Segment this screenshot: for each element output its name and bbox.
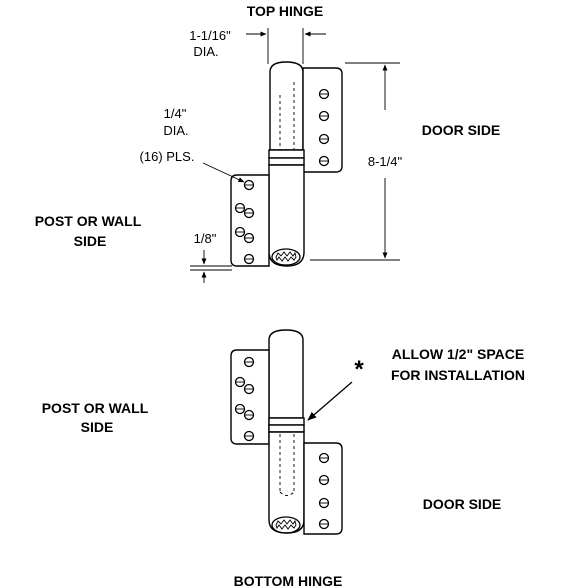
note-asterisk: * <box>354 356 364 383</box>
bottom-hinge: * ALLOW 1/2" SPACE FOR INSTALLATION POST… <box>42 329 525 588</box>
bottom-upper-barrel <box>268 329 304 419</box>
bottom-knuckle-rings <box>268 417 305 433</box>
bottom-post-side-leaf <box>230 349 270 445</box>
note-line-1: ALLOW 1/2" SPACE <box>392 346 524 362</box>
diameter-label-2: DIA. <box>193 44 218 59</box>
installation-note: * ALLOW 1/2" SPACE FOR INSTALLATION <box>307 346 525 421</box>
bottom-hinge-title: BOTTOM HINGE <box>234 573 343 588</box>
lower-barrel <box>268 164 305 267</box>
top-hinge-title: TOP HINGE <box>247 3 324 19</box>
height-dimension: 8-1/4" <box>310 62 403 261</box>
bottom-post-side-label-2: SIDE <box>81 419 114 435</box>
top-post-side-label-1: POST OR WALL <box>35 213 142 229</box>
bottom-door-side-leaf <box>303 442 343 535</box>
hole-label-2: DIA. <box>163 123 188 138</box>
bottom-lower-barrel <box>268 431 305 534</box>
door-side-leaf <box>302 67 343 173</box>
top-door-side-label: DOOR SIDE <box>422 122 501 138</box>
note-line-2: FOR INSTALLATION <box>391 367 525 383</box>
top-hinge: TOP HINGE 1-1/16" DIA. <box>35 3 501 283</box>
upper-barrel <box>269 61 304 151</box>
knuckle-rings <box>268 149 305 166</box>
hole-label-1: 1/4" <box>164 106 187 121</box>
hole-callout: 1/4" DIA. (16) PLS. <box>140 106 245 183</box>
top-post-side-label-2: SIDE <box>74 233 107 249</box>
diameter-dimension: 1-1/16" DIA. <box>189 28 326 64</box>
gap-label: 1/8" <box>194 231 217 246</box>
gap-dimension: 1/8" <box>190 231 232 283</box>
height-label: 8-1/4" <box>368 154 403 169</box>
bottom-post-side-label-1: POST OR WALL <box>42 400 149 416</box>
bottom-door-side-label: DOOR SIDE <box>423 496 502 512</box>
post-side-leaf <box>230 174 270 267</box>
hole-label-3: (16) PLS. <box>140 149 195 164</box>
diameter-label-1: 1-1/16" <box>189 28 231 43</box>
